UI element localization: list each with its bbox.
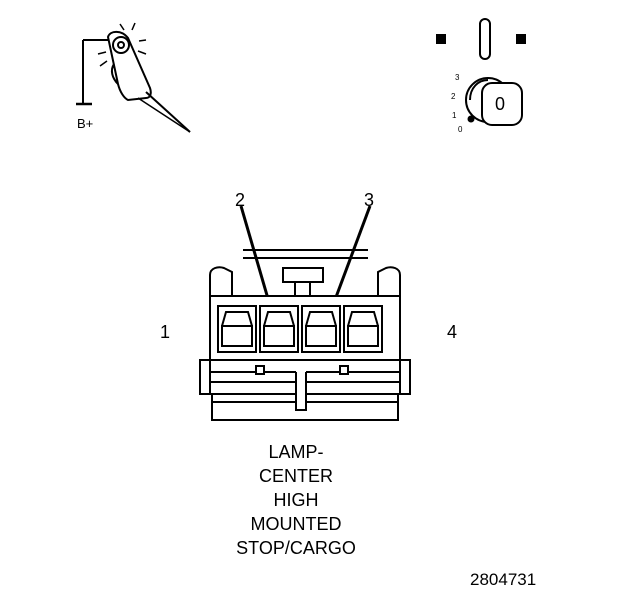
- b-plus-label: B+: [77, 116, 94, 131]
- figure-number: 2804731: [470, 570, 537, 589]
- pin-label-1: 1: [160, 322, 171, 342]
- pin-label-3: 3: [364, 190, 375, 210]
- caption-line: MOUNTED: [250, 514, 342, 534]
- caption-line: LAMP-: [268, 442, 324, 462]
- pin-label-2: 2: [235, 190, 246, 210]
- connector-caption: LAMP- CENTER HIGH MOUNTED STOP/CARGO: [196, 440, 396, 560]
- connector-drawing: [199, 205, 411, 421]
- ignition-position-1: 1: [452, 111, 457, 120]
- test-light-icon: [76, 22, 191, 133]
- ignition-key-icon: [436, 18, 526, 126]
- ignition-position-0: 0: [458, 125, 463, 134]
- ignition-position-3: 3: [455, 73, 460, 82]
- caption-line: CENTER: [258, 466, 333, 486]
- ignition-key-letter: 0: [495, 94, 506, 114]
- pin-label-4: 4: [447, 322, 458, 342]
- ignition-position-2: 2: [451, 92, 456, 101]
- caption-line: HIGH: [273, 490, 319, 510]
- caption-line: STOP/CARGO: [236, 538, 356, 558]
